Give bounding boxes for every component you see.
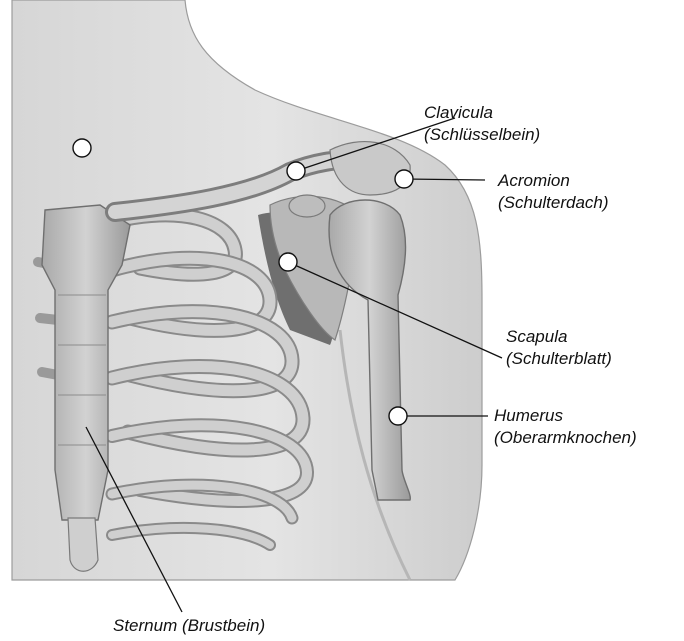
- scapula-german: (Schulterblatt): [506, 348, 612, 370]
- scapula-name: Scapula: [506, 326, 612, 348]
- coracoid-process: [289, 195, 325, 217]
- acromion-marker: [395, 170, 413, 188]
- humerus-german: (Oberarmknochen): [494, 427, 637, 449]
- humerus-label: Humerus (Oberarmknochen): [494, 405, 637, 449]
- humerus-name: Humerus: [494, 405, 637, 427]
- acromion-german: (Schulterdach): [498, 192, 609, 214]
- shoulder-surface-marker: [73, 139, 91, 157]
- xiphoid-process: [68, 518, 98, 571]
- sternum-name: Sternum (Brustbein): [113, 615, 265, 637]
- scapula-marker: [279, 253, 297, 271]
- clavicula-german: (Schlüsselbein): [424, 124, 540, 146]
- clavicula-label: Clavicula (Schlüsselbein): [424, 102, 540, 146]
- acromion-label: Acromion (Schulterdach): [498, 170, 609, 214]
- humerus-marker: [389, 407, 407, 425]
- clavicula-marker: [287, 162, 305, 180]
- clavicula-name: Clavicula: [424, 102, 540, 124]
- sternum-label: Sternum (Brustbein): [113, 615, 265, 637]
- acromion-name: Acromion: [498, 170, 609, 192]
- scapula-label: Scapula (Schulterblatt): [506, 326, 612, 370]
